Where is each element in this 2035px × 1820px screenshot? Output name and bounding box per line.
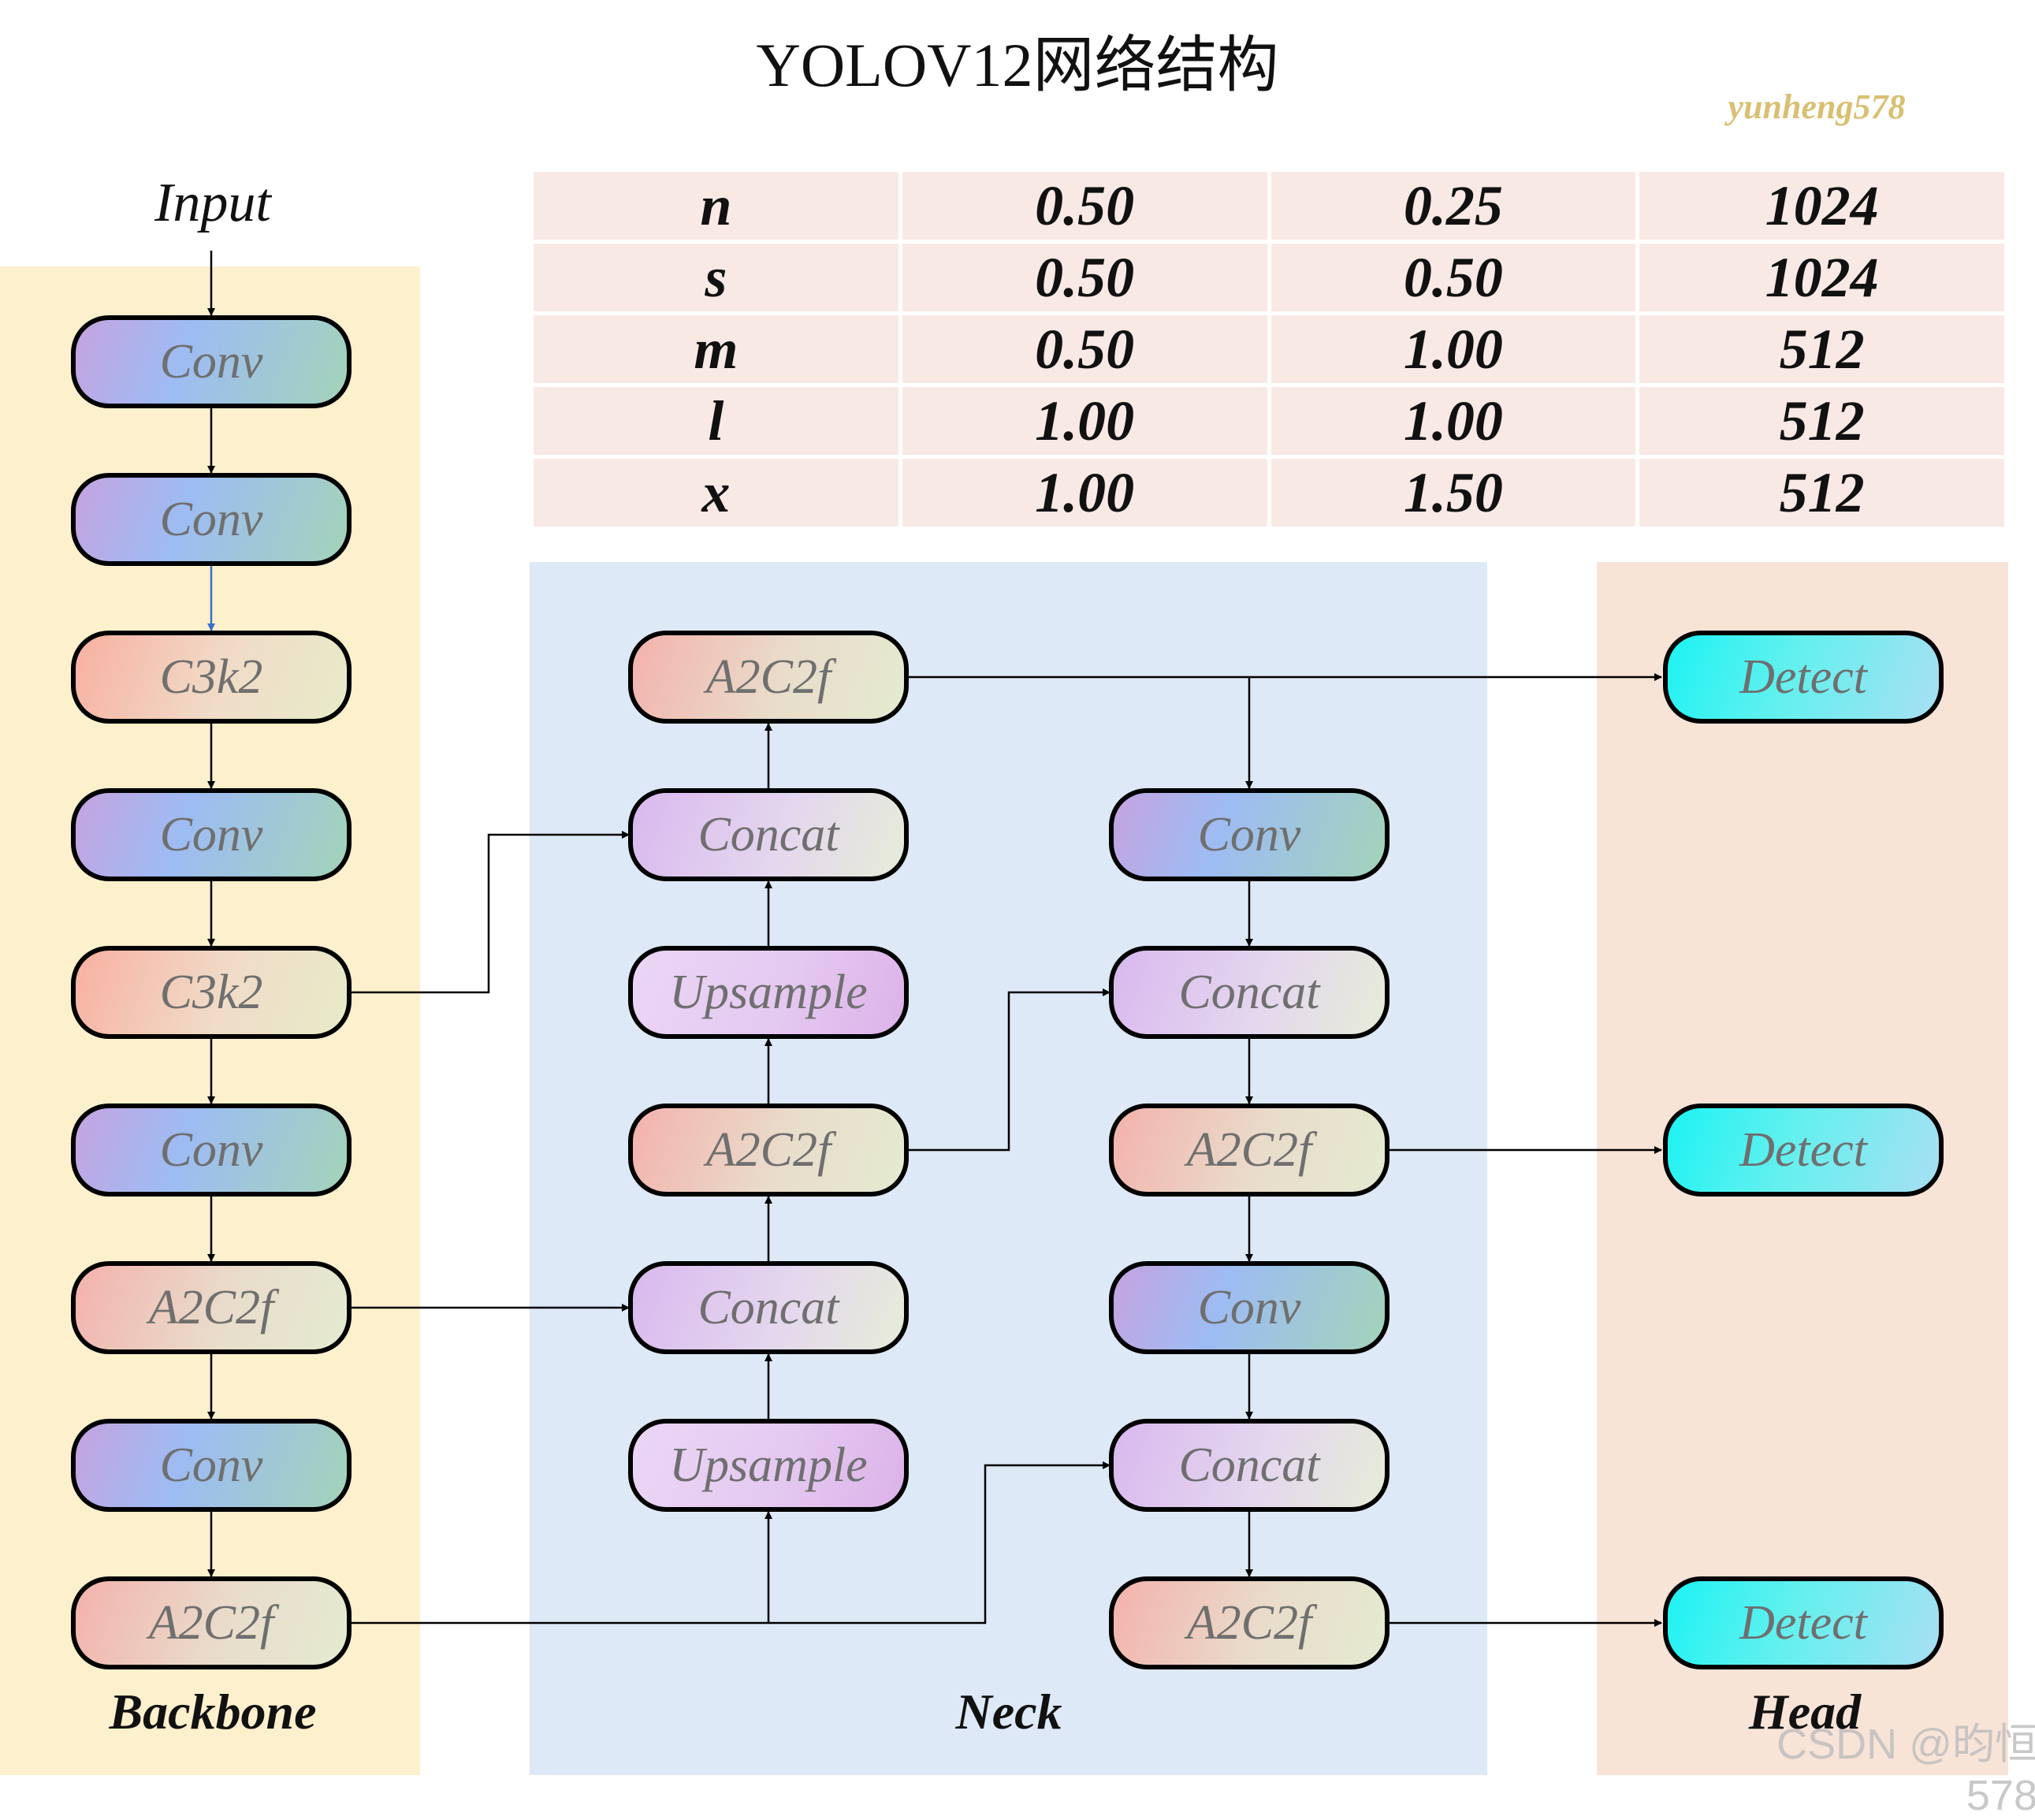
backbone-c3k2-node: C3k2 bbox=[71, 631, 352, 724]
neck-conv-node: Conv bbox=[1109, 1261, 1390, 1354]
neck-a2c2f-node: A2C2f bbox=[1109, 1104, 1390, 1197]
model-scale-table: n 0.50 0.25 1024 s 0.50 0.50 1024 m 0.50… bbox=[530, 168, 2008, 530]
backbone-conv-node: Conv bbox=[71, 1419, 352, 1512]
table-row: m 0.50 1.00 512 bbox=[534, 315, 2004, 383]
table-row: x 1.00 1.50 512 bbox=[534, 459, 2004, 527]
table-cell: 0.50 bbox=[902, 244, 1267, 311]
neck-concat-node: Concat bbox=[1109, 1419, 1390, 1512]
csdn-watermark: CSDN @昀恒578 bbox=[1776, 1721, 2035, 1819]
neck-a2c2f-node: A2C2f bbox=[628, 1104, 909, 1197]
table-cell: 0.50 bbox=[902, 172, 1267, 240]
neck-concat-node: Concat bbox=[628, 788, 909, 881]
neck-upsample-node: Upsample bbox=[628, 946, 909, 1039]
arrow-c3k2-to-concat bbox=[352, 831, 630, 994]
backbone-conv-node: Conv bbox=[71, 788, 352, 881]
table-cell: m bbox=[534, 315, 898, 383]
connection-wires bbox=[207, 251, 1662, 1627]
table-cell: 512 bbox=[1639, 387, 2004, 455]
table-cell: 1024 bbox=[1639, 172, 2004, 240]
table-row: n 0.50 0.25 1024 bbox=[534, 172, 2004, 240]
table-cell: x bbox=[534, 459, 898, 527]
backbone-conv-node: Conv bbox=[71, 473, 352, 566]
arrow-a2c2f-to-concat bbox=[909, 988, 1111, 1152]
table-cell: 1.00 bbox=[902, 387, 1267, 455]
neck-a2c2f-node: A2C2f bbox=[1109, 1576, 1390, 1669]
input-label: Input bbox=[154, 173, 271, 233]
table-row: l 1.00 1.00 512 bbox=[534, 387, 2004, 455]
author-watermark: yunheng578 bbox=[1728, 87, 1906, 126]
backbone-a2c2f-node: A2C2f bbox=[71, 1261, 352, 1354]
head-label: Head bbox=[1748, 1684, 1862, 1740]
neck-conv-node: Conv bbox=[1109, 788, 1390, 881]
table-cell: 1.00 bbox=[1270, 315, 1636, 383]
head-detect-node: Detect bbox=[1663, 1104, 1944, 1197]
backbone-c3k2-node: C3k2 bbox=[71, 946, 352, 1039]
table-cell: 0.50 bbox=[1270, 244, 1636, 311]
head-detect-node: Detect bbox=[1663, 1576, 1944, 1669]
table-cell: l bbox=[534, 387, 898, 455]
backbone-a2c2f-node: A2C2f bbox=[71, 1576, 352, 1669]
table-row: s 0.50 0.50 1024 bbox=[534, 244, 2004, 311]
table-cell: n bbox=[534, 172, 898, 240]
table-cell: 0.50 bbox=[902, 315, 1267, 383]
backbone-conv-node: Conv bbox=[71, 1104, 352, 1197]
table-cell: 1.50 bbox=[1270, 459, 1636, 527]
table-cell: 512 bbox=[1639, 459, 2004, 527]
page-title: YOLOV12网络结构 bbox=[756, 31, 1279, 99]
neck-label: Neck bbox=[955, 1684, 1062, 1740]
neck-concat-node: Concat bbox=[628, 1261, 909, 1354]
neck-a2c2f-node: A2C2f bbox=[628, 631, 909, 724]
backbone-label: Backbone bbox=[109, 1684, 317, 1740]
table-cell: 1024 bbox=[1639, 244, 2004, 311]
table-cell: 1.00 bbox=[1270, 387, 1636, 455]
neck-concat-node: Concat bbox=[1109, 946, 1390, 1039]
arrow-a2c2f-to-upsample bbox=[352, 1511, 772, 1625]
table-cell: 0.25 bbox=[1270, 172, 1636, 240]
head-detect-node: Detect bbox=[1663, 631, 1944, 724]
backbone-conv-node: Conv bbox=[71, 315, 352, 408]
table-cell: 512 bbox=[1639, 315, 2004, 383]
arrow-a2c2f-to-right-concat bbox=[768, 1461, 1111, 1625]
table-cell: 1.00 bbox=[902, 459, 1267, 527]
neck-upsample-node: Upsample bbox=[628, 1419, 909, 1512]
table-cell: s bbox=[534, 244, 898, 311]
